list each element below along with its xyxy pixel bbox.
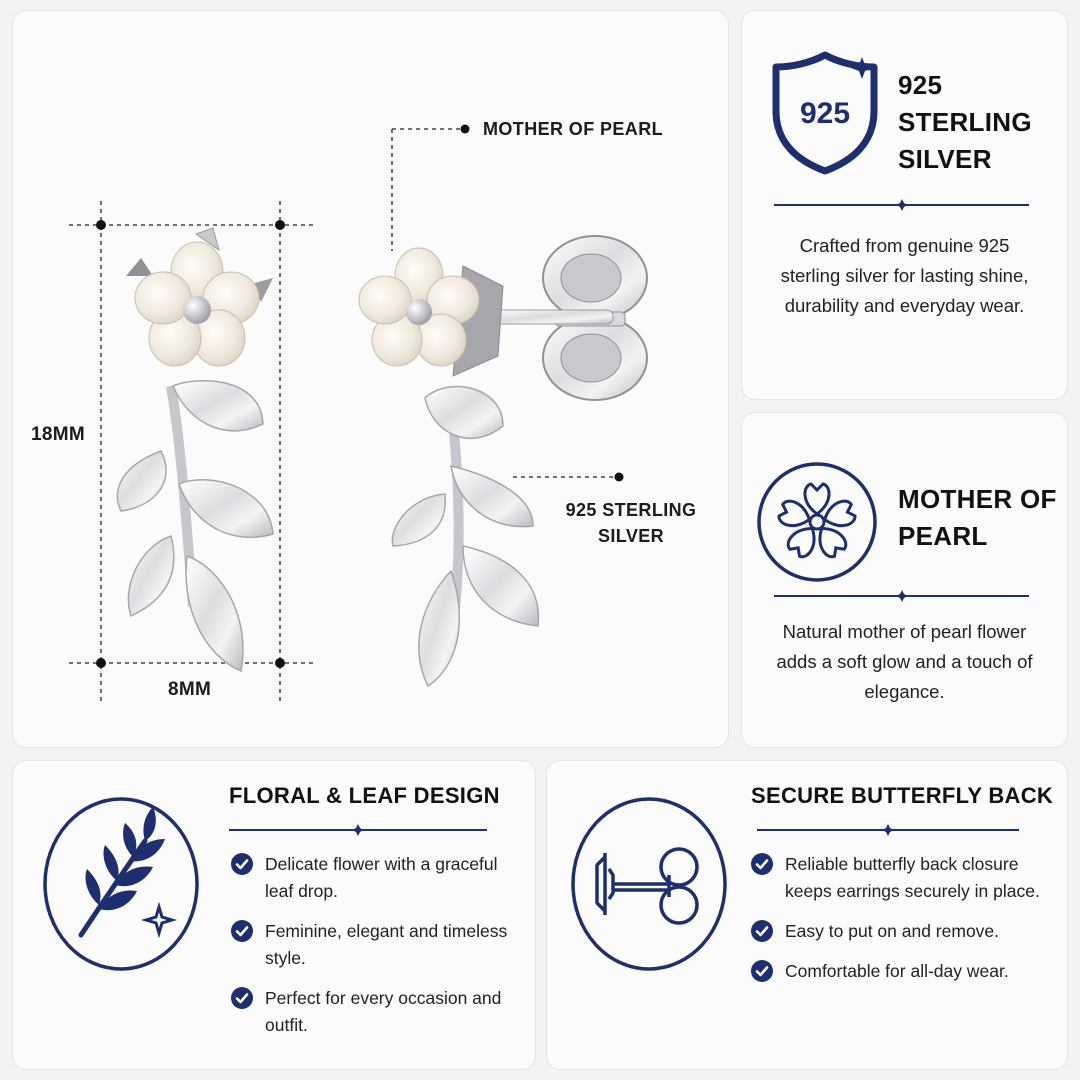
silver-title: 925 STERLING SILVER bbox=[898, 70, 1032, 174]
width-dimension-label: 8MM bbox=[168, 679, 212, 700]
height-dimension-label: 18MM bbox=[31, 424, 85, 445]
list-item: Reliable butterfly back closure keeps ea… bbox=[751, 851, 1051, 905]
list-item: Comfortable for all-day wear. bbox=[751, 958, 1051, 985]
flower-icon bbox=[757, 462, 877, 582]
butterfly-back-card: SECURE BUTTERFLY BACK Reliable butterfly… bbox=[546, 760, 1068, 1070]
sterling-silver-card: 925 925 STERLING SILVER Crafted from gen… bbox=[741, 10, 1068, 400]
shield-icon: 925 bbox=[772, 51, 878, 175]
callout-mother-of-pearl: MOTHER OF PEARL bbox=[483, 119, 663, 139]
list-item: Perfect for every occasion and outfit. bbox=[231, 985, 521, 1039]
back-title: SECURE BUTTERFLY BACK bbox=[751, 783, 1054, 808]
shield-badge-text: 925 bbox=[800, 97, 850, 130]
list-item: Easy to put on and remove. bbox=[751, 918, 1051, 945]
product-illustration-card: 18MM 8MM MOTHER OF PEARL 925 STERLING SI… bbox=[12, 10, 729, 748]
check-icon bbox=[751, 920, 773, 942]
mother-of-pearl-card: MOTHER OF PEARL Natural mother of pearl … bbox=[741, 412, 1068, 748]
list-item: Feminine, elegant and timeless style. bbox=[231, 918, 521, 972]
design-title: FLORAL & LEAF DESIGN bbox=[229, 783, 500, 808]
pearl-description: Natural mother of pearl flower adds a so… bbox=[776, 621, 1033, 702]
butterfly-back-icon bbox=[571, 797, 727, 971]
pearl-title: MOTHER OF PEARL bbox=[898, 484, 1057, 551]
silver-description: Crafted from genuine 925 sterling silver… bbox=[780, 235, 1029, 316]
check-icon bbox=[751, 853, 773, 875]
earring-front-view bbox=[116, 227, 274, 673]
design-bullet-list: Delicate flower with a graceful leaf dro… bbox=[231, 851, 521, 1052]
back-divider bbox=[757, 824, 1019, 836]
silver-divider bbox=[774, 199, 1029, 211]
list-item: Delicate flower with a graceful leaf dro… bbox=[231, 851, 521, 905]
dimension-lines bbox=[69, 124, 624, 701]
check-icon bbox=[231, 920, 253, 942]
callout-sterling-silver: 925 STERLING SILVER bbox=[565, 500, 697, 546]
check-icon bbox=[751, 960, 773, 982]
check-icon bbox=[231, 987, 253, 1009]
check-icon bbox=[231, 853, 253, 875]
earring-side-view bbox=[358, 235, 648, 688]
back-bullet-list: Reliable butterfly back closure keeps ea… bbox=[751, 851, 1051, 998]
pearl-divider bbox=[774, 590, 1029, 602]
design-divider bbox=[229, 824, 487, 836]
leaf-branch-icon bbox=[43, 797, 199, 971]
floral-leaf-design-card: FLORAL & LEAF DESIGN Delicate flower wit… bbox=[12, 760, 536, 1070]
